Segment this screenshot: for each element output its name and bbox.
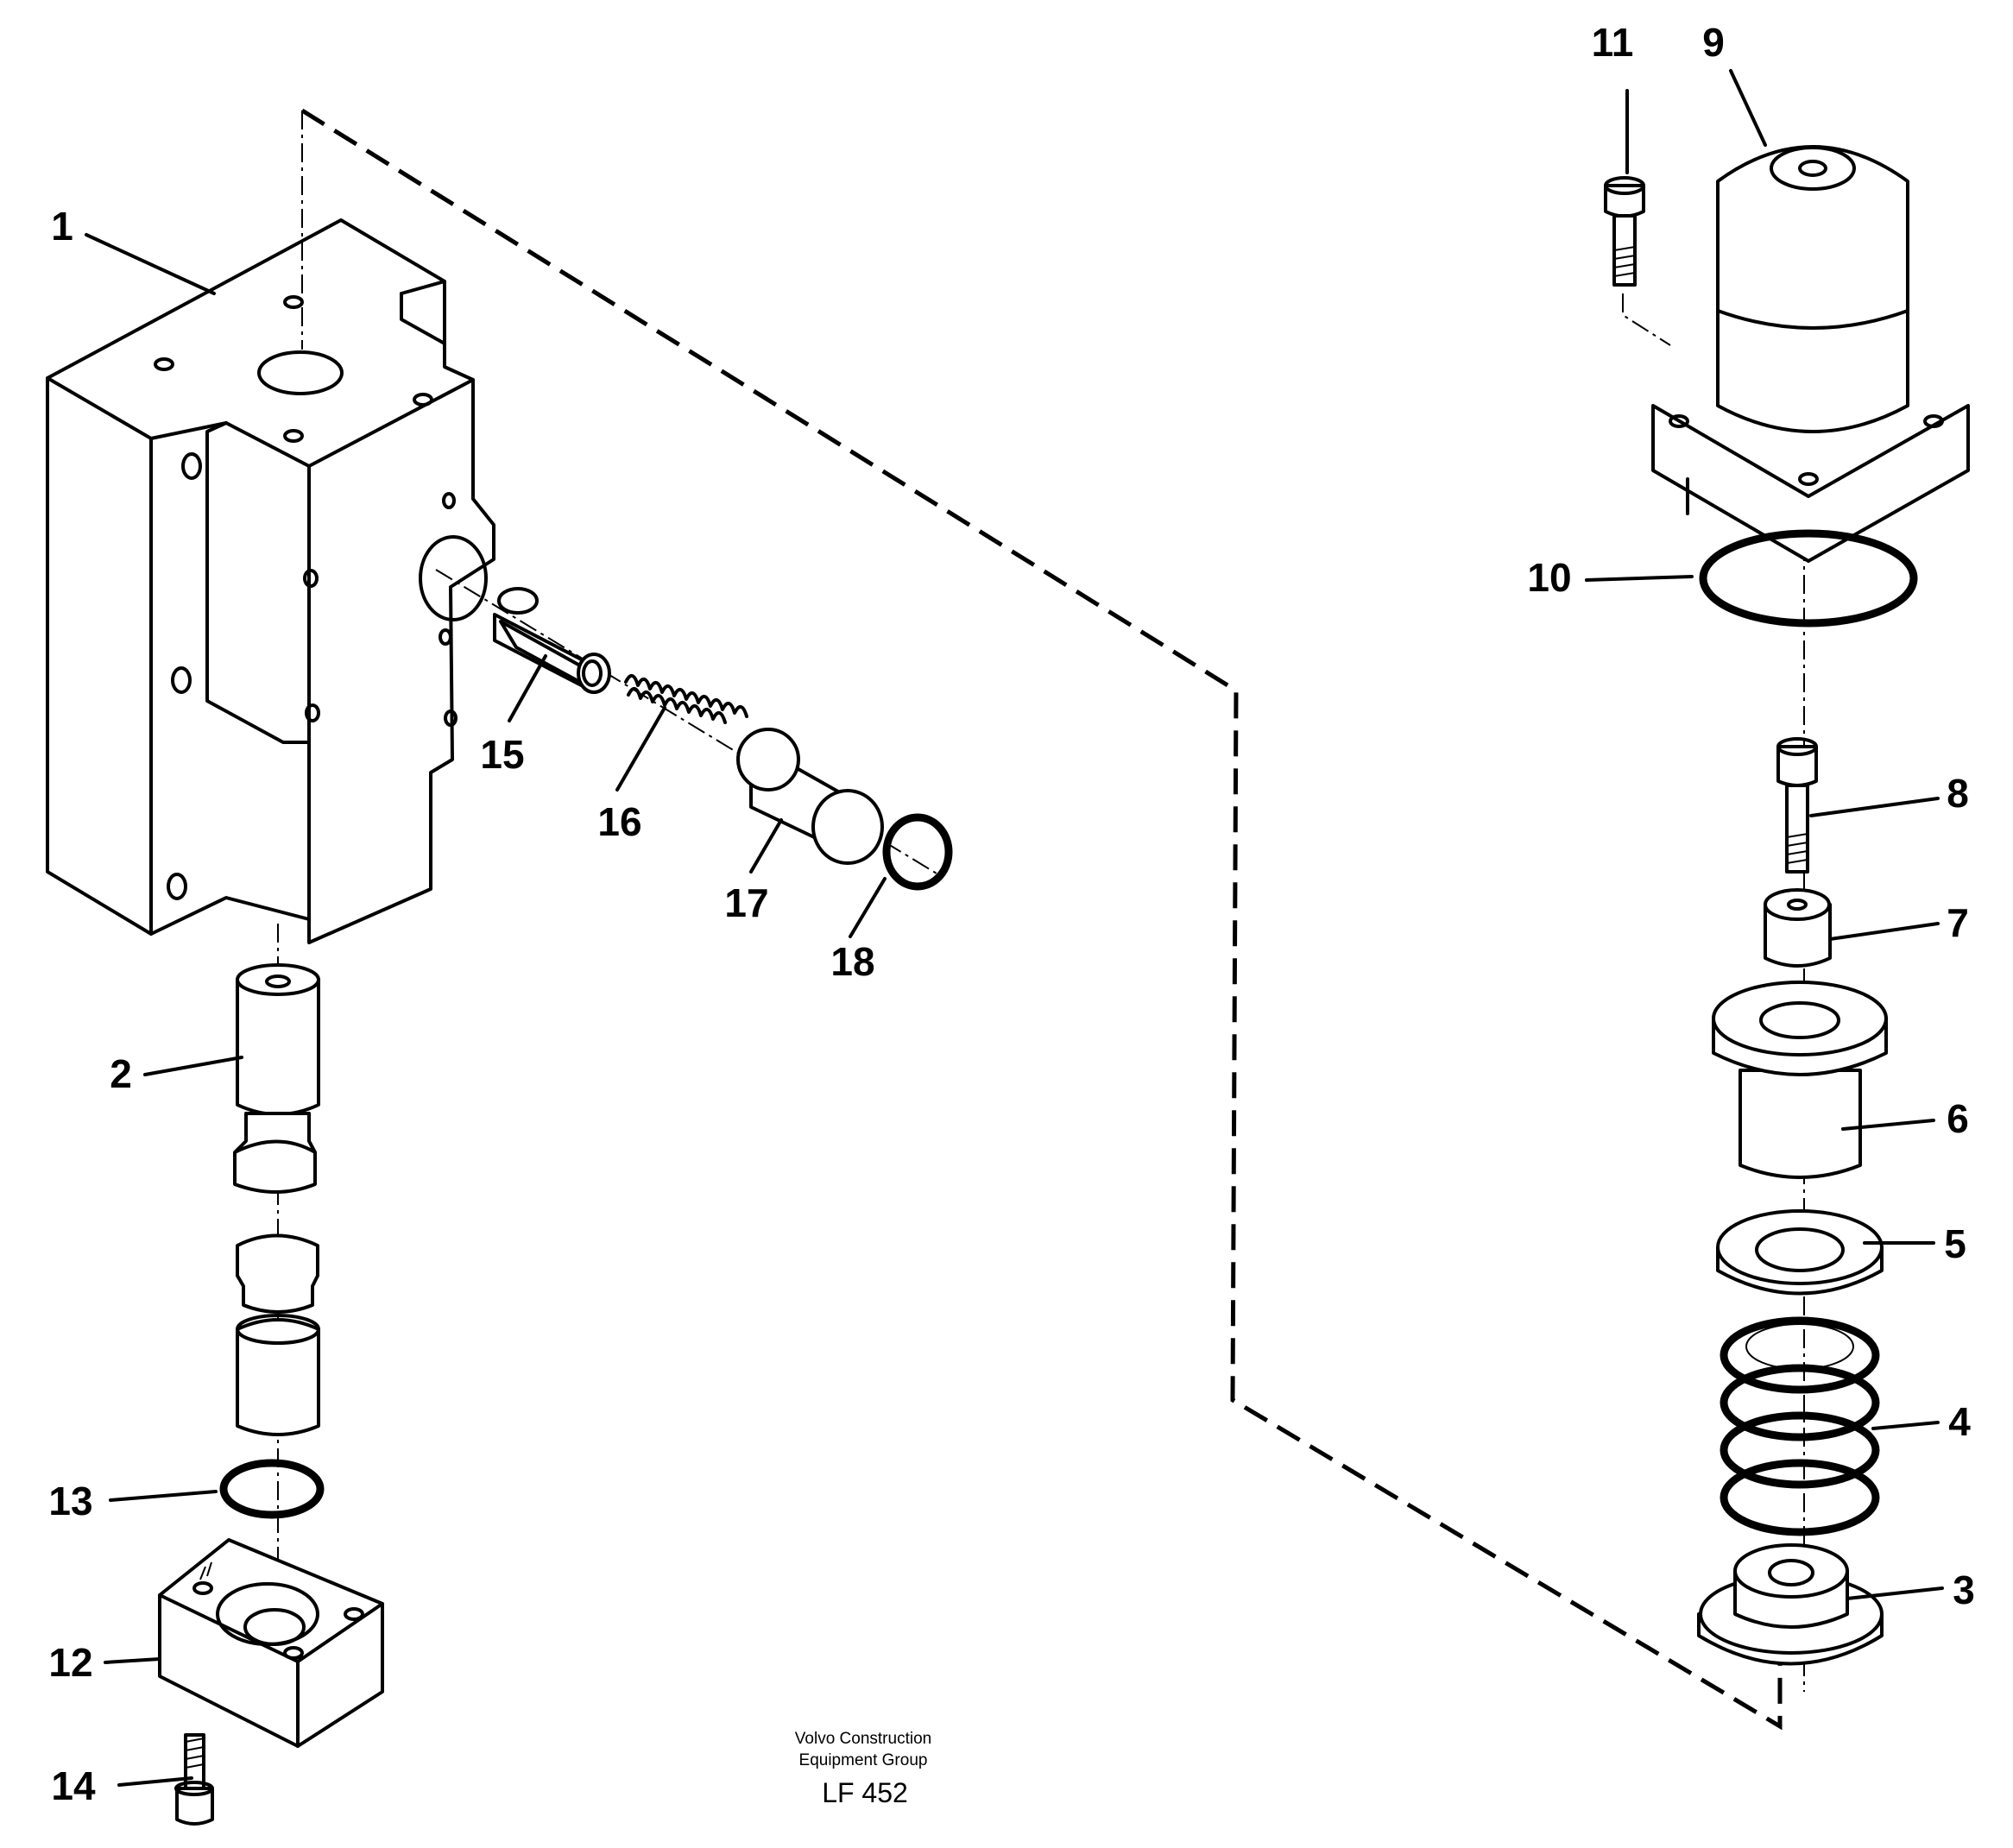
callout-8: 8 — [1947, 771, 1969, 816]
washer-part-5 — [1716, 1209, 1884, 1296]
cap-part-9 — [1651, 145, 1970, 563]
callout-15: 15 — [480, 732, 524, 777]
callout-5: 5 — [1944, 1221, 1966, 1266]
backup-ring-part-18 — [882, 813, 953, 891]
spring-part-16 — [624, 674, 748, 718]
assembly-boundary — [300, 108, 1783, 1731]
callout-7: 7 — [1947, 900, 1969, 945]
bushing-part-7 — [1764, 888, 1832, 968]
callout-17: 17 — [724, 880, 768, 925]
o-ring-part-13 — [219, 1459, 325, 1519]
bolt-part-8 — [1776, 737, 1818, 874]
callout-10: 10 — [1527, 555, 1571, 600]
callout-16: 16 — [597, 799, 641, 844]
callout-4: 4 — [1948, 1399, 1971, 1444]
callout-13: 13 — [48, 1479, 92, 1523]
callout-1: 1 — [51, 204, 73, 249]
bolt-part-14 — [174, 1733, 214, 1826]
callout-18: 18 — [830, 939, 874, 984]
o-ring-part-10 — [1699, 529, 1918, 628]
callouts: 1 2 3 4 5 6 7 8 9 10 11 12 13 14 15 16 1… — [48, 20, 1974, 1808]
bolt-part-11 — [1604, 176, 1645, 287]
callout-9: 9 — [1702, 20, 1725, 65]
figure-code: LF 452 — [822, 1777, 908, 1808]
callout-11: 11 — [1592, 20, 1634, 65]
spring-seat-part-6 — [1712, 981, 1888, 1179]
credit-line-2: Equipment Group — [799, 1751, 928, 1769]
spring-part-4 — [1720, 1316, 1880, 1536]
sleeve-part-15 — [493, 587, 611, 694]
spool-part-2 — [233, 963, 320, 1436]
callout-12: 12 — [48, 1640, 92, 1685]
cover-block-part-12 — [158, 1538, 384, 1748]
callout-6: 6 — [1947, 1096, 1969, 1141]
seat-part-3 — [1697, 1543, 1884, 1666]
credit-line-1: Volvo Construction — [795, 1730, 931, 1748]
valve-housing-part-1 — [46, 218, 495, 944]
plug-part-17 — [736, 728, 884, 865]
leader-lines — [85, 69, 1944, 1787]
callout-14: 14 — [51, 1763, 96, 1808]
callout-3: 3 — [1953, 1567, 1975, 1612]
axis-line-bolt11 — [1622, 293, 1671, 346]
callout-2: 2 — [110, 1051, 132, 1096]
credit-block: Volvo Construction Equipment Group LF 45… — [795, 1730, 931, 1808]
